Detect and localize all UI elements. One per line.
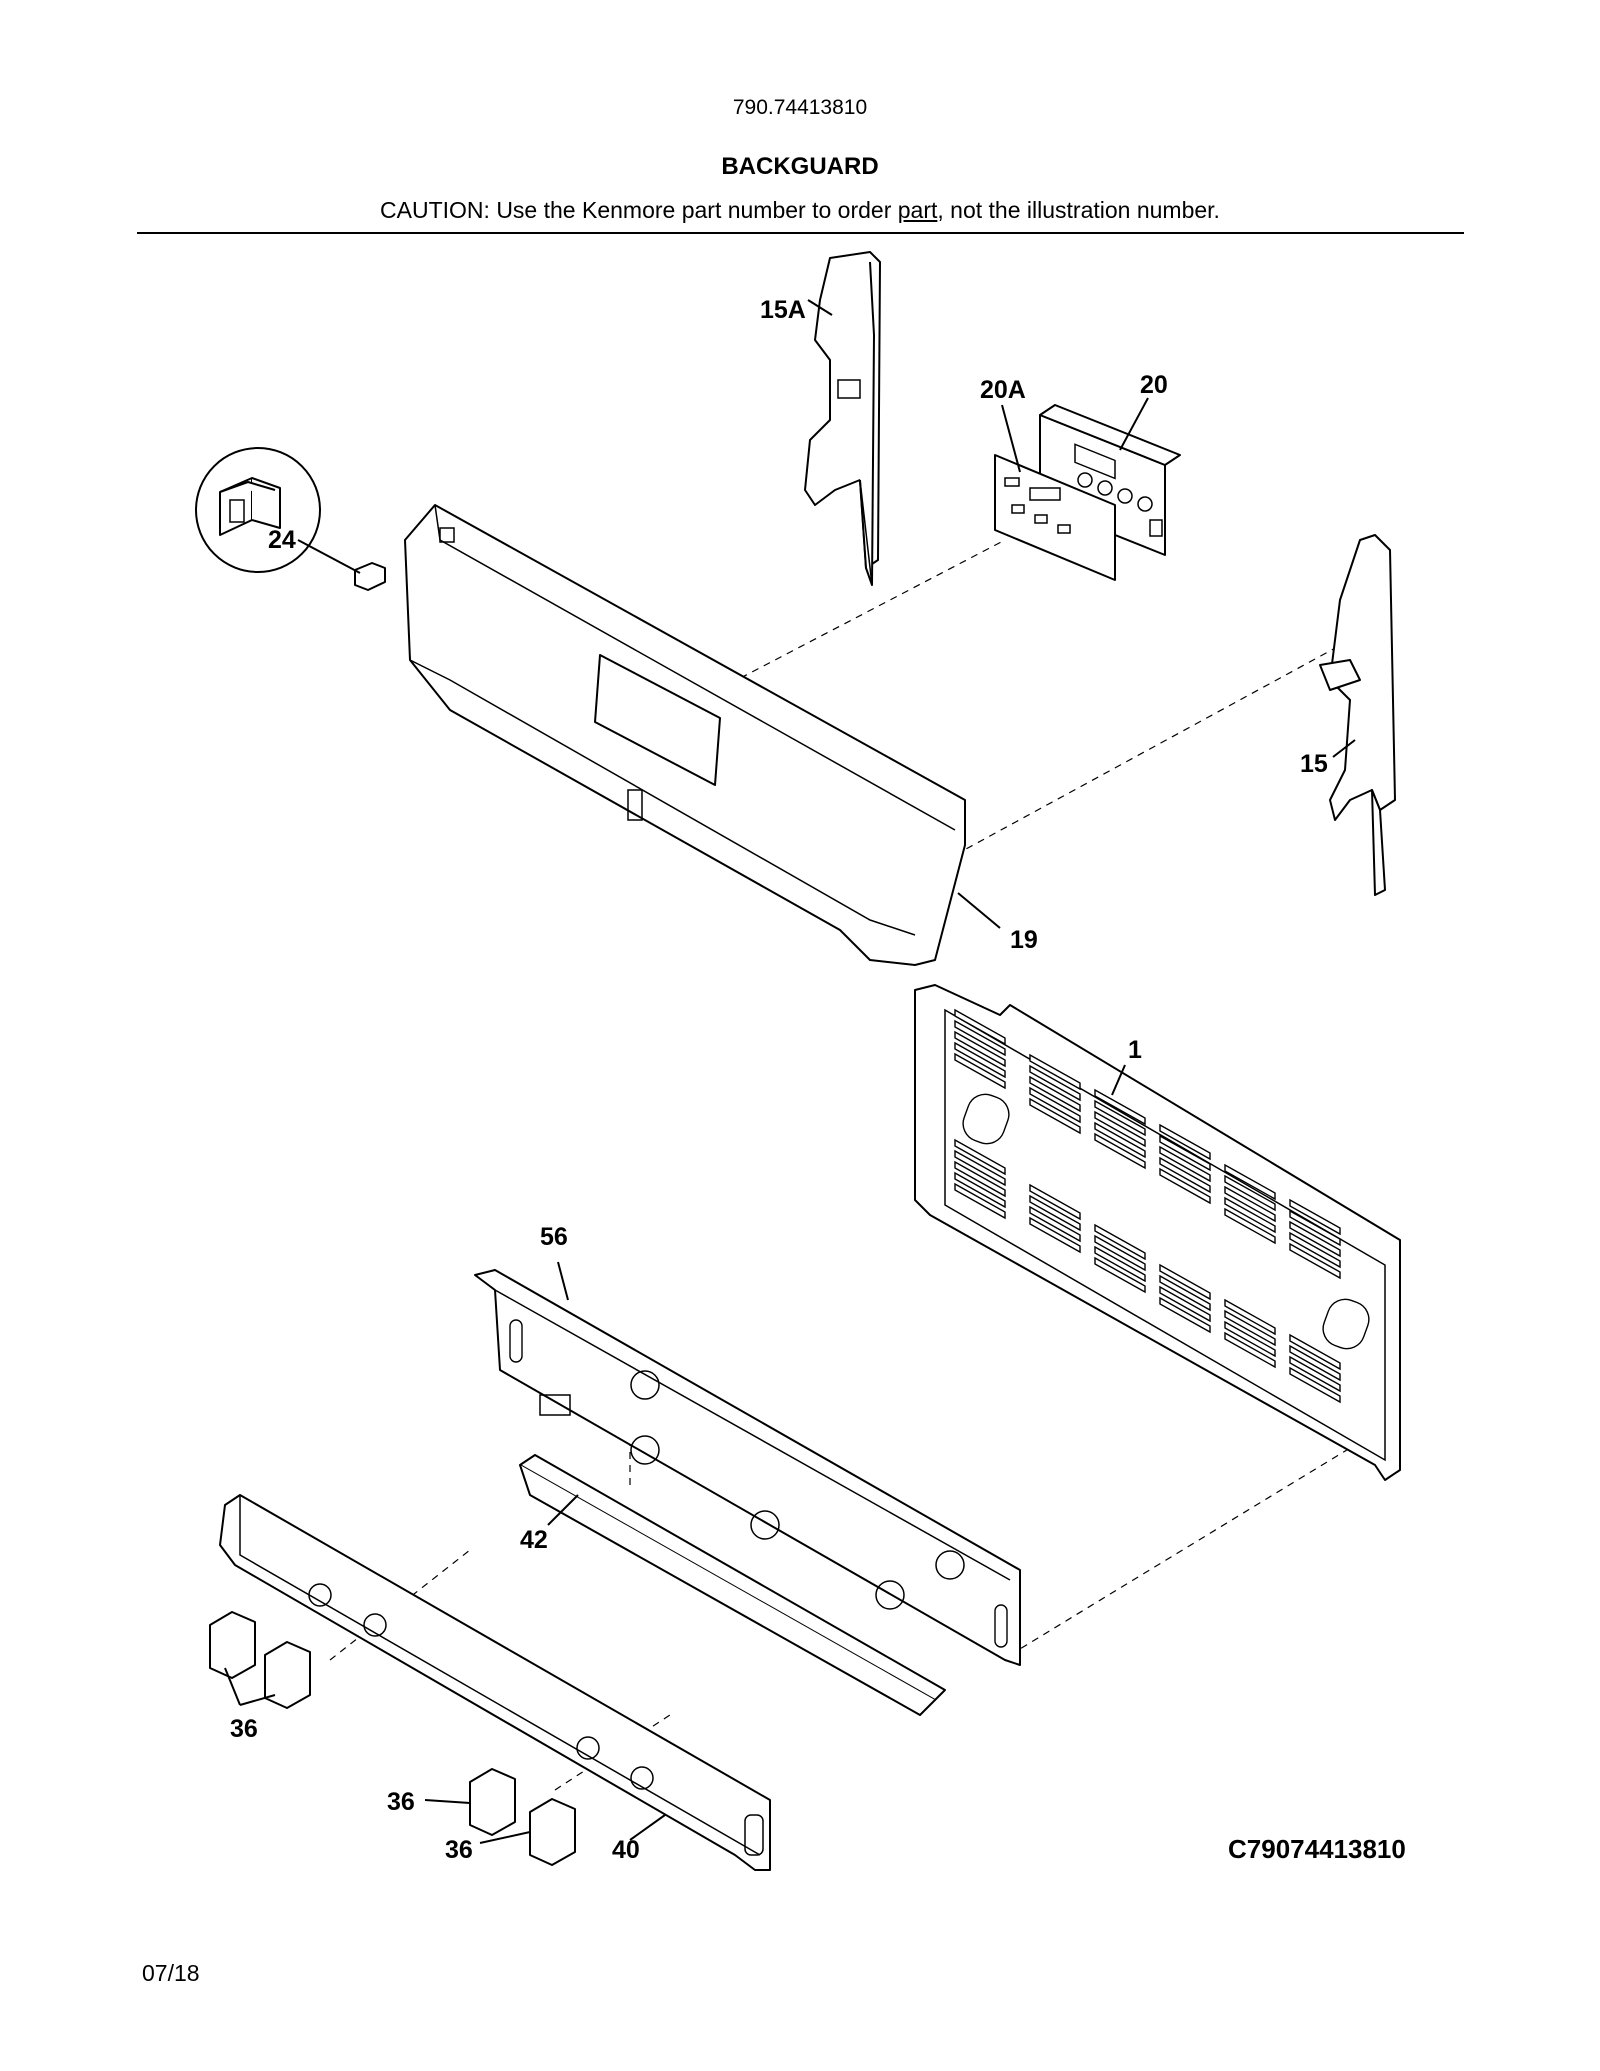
vent-slot: [1159, 1263, 1211, 1301]
vent-slot: [1224, 1331, 1276, 1369]
vent-slot: [1224, 1207, 1276, 1245]
vent-slot: [954, 1030, 1006, 1068]
vent-slot: [1224, 1196, 1276, 1234]
vent-slot: [1289, 1366, 1341, 1404]
vent-slot: [1224, 1185, 1276, 1223]
callout-36-left: 36: [230, 1715, 258, 1743]
part-24-switch-detail: [195, 447, 386, 591]
part-19-backguard-panel: [404, 504, 966, 966]
vent-slot: [1289, 1209, 1341, 1247]
vent-slot: [954, 1138, 1006, 1176]
model-number: 790.74413810: [732, 96, 868, 119]
vent-slot: [1094, 1121, 1146, 1159]
vent-slot: [954, 1182, 1006, 1220]
caution-part-link: part: [897, 197, 938, 223]
part-36-knobs: [209, 1611, 576, 1866]
vent-slot: [1094, 1099, 1146, 1137]
vent-slot: [1289, 1333, 1341, 1371]
vent-slot: [1094, 1256, 1146, 1294]
callout-15a: 15A: [760, 296, 806, 324]
part-42-trim-strip: [519, 1454, 946, 1716]
vent-slot: [954, 1052, 1006, 1090]
vent-slot: [1029, 1216, 1081, 1254]
drawing-code: C79074413810: [1228, 1834, 1406, 1864]
callout-20a: 20A: [980, 376, 1026, 404]
part-20a-overlay: [994, 454, 1116, 581]
callout-15: 15: [1300, 750, 1328, 778]
part-1-rear-panel: [914, 984, 1401, 1481]
vent-slot: [1159, 1274, 1211, 1312]
callout-56: 56: [540, 1223, 568, 1251]
vent-slot: [1159, 1156, 1211, 1194]
vent-slot: [954, 1008, 1006, 1046]
vent-slot: [1029, 1075, 1081, 1113]
part-40-control-housing: [219, 1494, 771, 1871]
vent-slot: [1094, 1132, 1146, 1170]
vent-slot: [1029, 1097, 1081, 1135]
vent-slot: [954, 1041, 1006, 1079]
callout-20: 20: [1140, 371, 1168, 399]
vent-slots: [954, 1008, 1341, 1404]
vent-slot: [1094, 1245, 1146, 1283]
vent-slot: [1029, 1053, 1081, 1091]
vent-slot: [1224, 1298, 1276, 1336]
callout-36-lower: 36: [445, 1836, 473, 1864]
vent-slot: [1029, 1205, 1081, 1243]
vent-slot: [1159, 1296, 1211, 1334]
vent-slot: [1159, 1134, 1211, 1172]
vent-slot: [1224, 1309, 1276, 1347]
header-divider: [137, 232, 1464, 234]
vent-slot: [954, 1019, 1006, 1057]
vent-slot: [1224, 1163, 1276, 1201]
vent-slot: [1289, 1198, 1341, 1236]
vent-slot: [1159, 1285, 1211, 1323]
vent-slot: [1029, 1183, 1081, 1221]
vent-slot: [954, 1171, 1006, 1209]
vent-slot: [1094, 1234, 1146, 1272]
vent-slot: [1159, 1167, 1211, 1205]
vent-slot: [1029, 1194, 1081, 1232]
vent-slot: [1159, 1145, 1211, 1183]
part-56-manifold-panel: [474, 1269, 1021, 1666]
caution-note: CAUTION: Use the Kenmore part number to …: [0, 197, 1600, 224]
callout-leader-lines: [224, 299, 1356, 1844]
part-15a-end-bracket: [804, 251, 881, 586]
vent-slot: [1224, 1320, 1276, 1358]
vent-slot: [1094, 1110, 1146, 1148]
vent-slot: [1094, 1223, 1146, 1261]
vent-slot: [1159, 1123, 1211, 1161]
vent-slot: [1289, 1355, 1341, 1393]
vent-slot: [1224, 1174, 1276, 1212]
vent-slot: [1289, 1231, 1341, 1269]
vent-slot: [954, 1149, 1006, 1187]
caution-text-after: , not the illustration number.: [937, 197, 1220, 223]
vent-slot: [1289, 1220, 1341, 1258]
callout-40: 40: [612, 1836, 640, 1864]
part-20-control-board: [1039, 404, 1181, 556]
vent-slot: [1289, 1242, 1341, 1280]
callout-19: 19: [1010, 926, 1038, 954]
vent-slot: [1289, 1344, 1341, 1382]
vent-slot: [954, 1160, 1006, 1198]
vent-slot: [1029, 1086, 1081, 1124]
section-title: BACKGUARD: [721, 153, 879, 180]
callout-24: 24: [268, 526, 296, 554]
callout-1: 1: [1128, 1036, 1142, 1064]
revision-date: 07/18: [142, 1960, 200, 1986]
caution-text-before: CAUTION: Use the Kenmore part number to …: [380, 197, 898, 223]
part-15-end-bracket: [1319, 534, 1396, 896]
callout-36-middle: 36: [387, 1788, 415, 1816]
vent-slot: [1094, 1088, 1146, 1126]
vent-slot: [1029, 1064, 1081, 1102]
callout-42: 42: [520, 1526, 548, 1554]
